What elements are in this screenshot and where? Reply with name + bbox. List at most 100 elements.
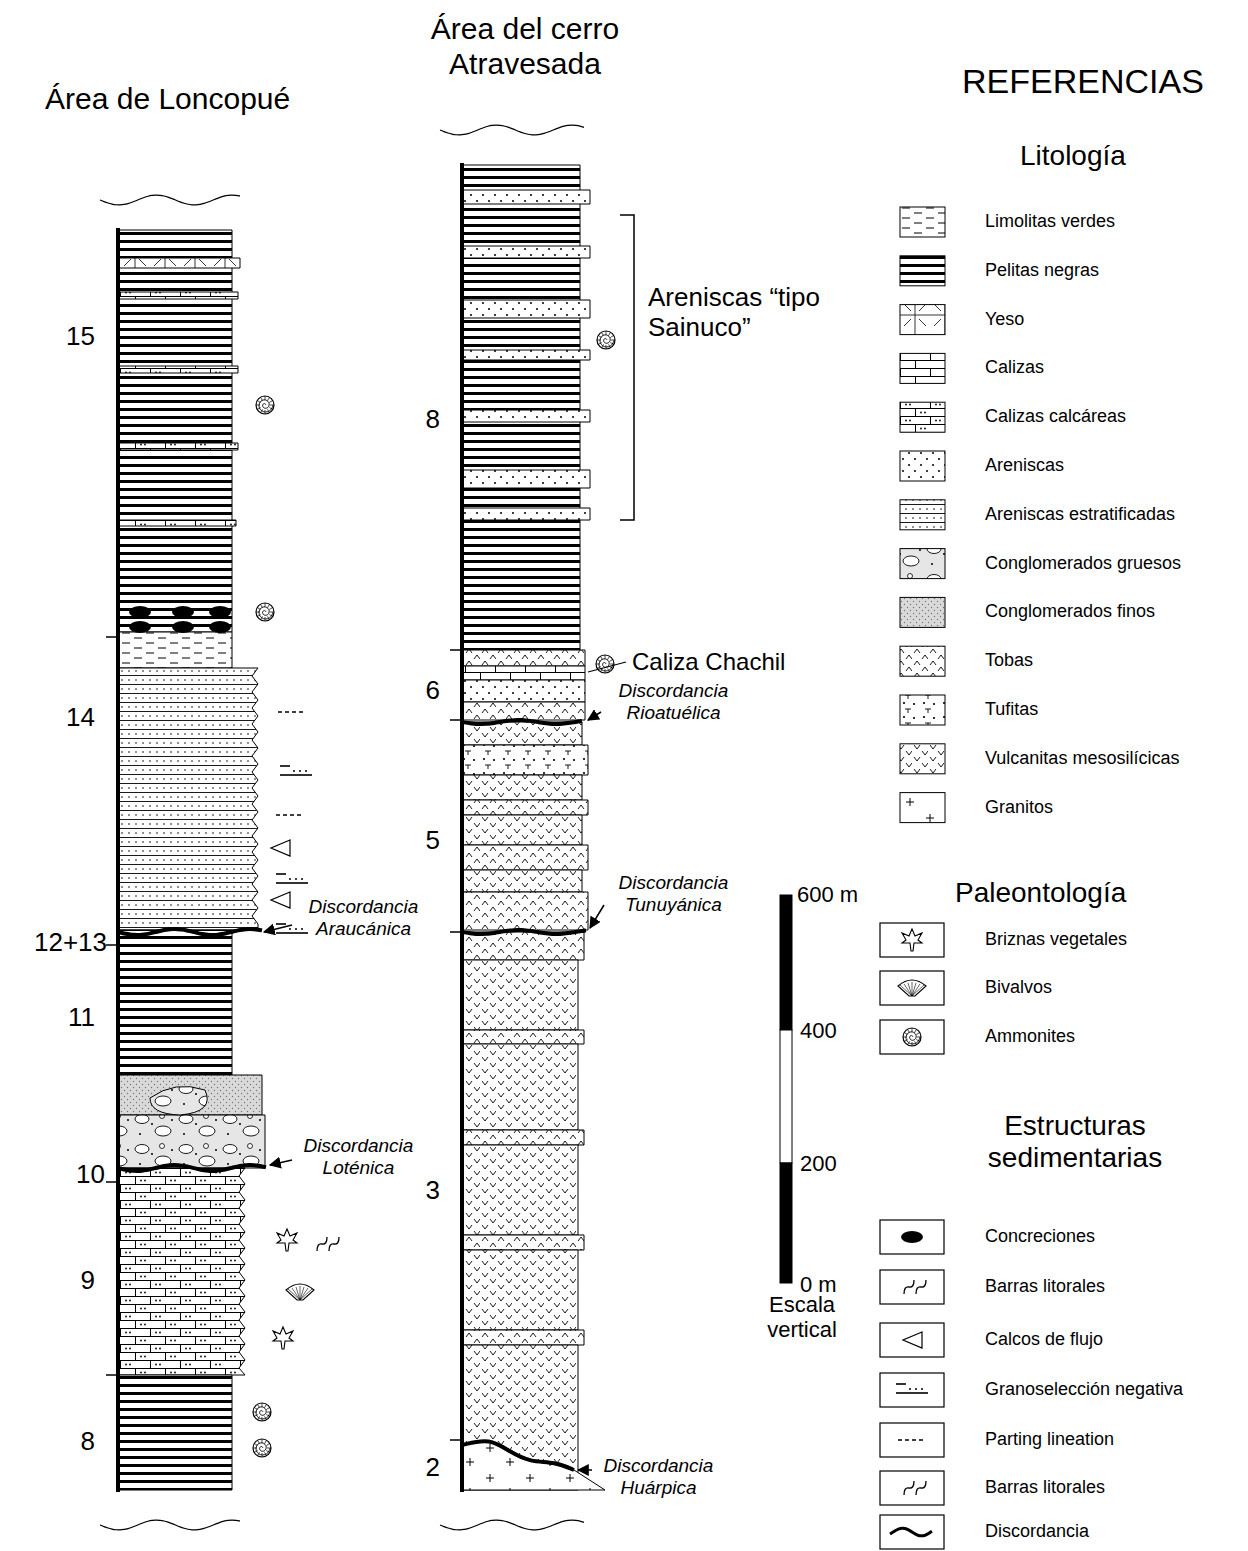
unconformity-line xyxy=(440,125,584,135)
rock-bed xyxy=(462,815,582,845)
rock-bed xyxy=(118,930,232,1075)
label: Estructuras sedimentarias xyxy=(965,1110,1185,1174)
stroke xyxy=(450,649,462,651)
ammonite-symbol xyxy=(903,1028,921,1046)
stroke xyxy=(450,931,462,933)
stroke xyxy=(590,905,604,928)
legend-swatch xyxy=(900,500,945,530)
rock-bed xyxy=(118,443,238,450)
rock-bed xyxy=(118,1168,245,1375)
ammonite-symbol xyxy=(597,331,615,349)
label: Discordancia Araucánica xyxy=(296,896,431,940)
concretion-symbol xyxy=(901,1231,923,1243)
label: Discordancia Huárpica xyxy=(596,1455,721,1499)
stroke xyxy=(264,925,292,932)
legend-swatch xyxy=(880,1373,944,1407)
flute-cast-symbol xyxy=(903,1332,922,1348)
rock-bed xyxy=(462,775,582,800)
stroke xyxy=(116,228,120,1492)
legend-text: Calcos de flujo xyxy=(985,1329,1103,1350)
legend-swatch xyxy=(880,1270,944,1304)
littoral-bar-symbol xyxy=(317,1237,339,1251)
unconformity-line xyxy=(462,930,586,934)
legend-text: Tobas xyxy=(985,650,1033,671)
unconformity-symbol xyxy=(890,1528,932,1536)
legend-text: Calizas xyxy=(985,357,1044,378)
legend-text: Conglomerados finos xyxy=(985,601,1155,622)
legend-text: Tufitas xyxy=(985,699,1038,720)
concretion-symbol xyxy=(129,621,151,633)
unconformity-line xyxy=(118,929,262,935)
legend-swatch xyxy=(900,207,945,237)
label: 9 xyxy=(15,1266,95,1296)
stroke xyxy=(450,719,462,721)
rock-bed xyxy=(462,960,578,1030)
legend-text: Pelitas negras xyxy=(985,260,1099,281)
legend-text: Barras litorales xyxy=(985,1477,1105,1498)
reverse-grading-symbol xyxy=(276,874,308,883)
label: REFERENCIAS xyxy=(962,62,1204,101)
stroke xyxy=(578,1469,592,1471)
stroke xyxy=(620,215,634,520)
unconformity-line xyxy=(440,1520,584,1530)
label: 11 xyxy=(15,1003,95,1033)
unconformity-line xyxy=(100,1520,240,1530)
legend-text: Calizas calcáreas xyxy=(985,406,1126,427)
stroke xyxy=(450,1439,462,1441)
bivalve-symbol xyxy=(286,1284,314,1300)
legend-swatch xyxy=(880,1515,944,1549)
ammonite-symbol xyxy=(253,1403,271,1421)
plant-symbol xyxy=(277,1229,297,1251)
legend-text: Limolitas verdes xyxy=(985,211,1115,232)
legend-swatch xyxy=(900,451,945,481)
legend-text: Discordancia xyxy=(985,1521,1089,1542)
legend-swatch xyxy=(900,646,945,676)
label: 14 xyxy=(15,703,95,733)
legend-swatch xyxy=(900,402,945,432)
legend-text: Barras litorales xyxy=(985,1276,1105,1297)
ammonite-symbol xyxy=(256,396,274,414)
rock-bed xyxy=(462,800,588,815)
unconformity-line xyxy=(462,720,582,724)
stroke xyxy=(106,1181,118,1183)
label: Discordancia Tunuyánica xyxy=(606,872,741,916)
label: Escala vertical xyxy=(752,1292,852,1343)
rock-bed xyxy=(462,1235,584,1250)
rock-bed xyxy=(462,680,585,702)
rock-bed xyxy=(462,410,590,422)
legend-text: Areniscas xyxy=(985,455,1064,476)
rock-bed xyxy=(462,246,590,258)
reverse-grading-symbol xyxy=(896,1384,928,1393)
parting-lineation-symbol xyxy=(278,711,306,713)
label: Área de Loncopué xyxy=(45,82,290,117)
rock-bed xyxy=(462,350,590,360)
rock-bed xyxy=(462,745,588,775)
scale-bar xyxy=(780,895,792,1030)
rock-bed xyxy=(462,932,584,960)
legend-swatch xyxy=(880,1423,944,1457)
legend-text: Granitos xyxy=(985,797,1053,818)
littoral-bar-symbol xyxy=(904,1280,926,1294)
concretion-symbol xyxy=(172,606,194,618)
legend-text: Conglomerados gruesos xyxy=(985,553,1181,574)
legend-swatch xyxy=(880,923,944,957)
rock-bed xyxy=(462,1330,584,1345)
legend-swatch xyxy=(900,744,945,774)
label: Areniscas “tipo Sainuco” xyxy=(648,283,878,343)
stroke xyxy=(460,163,464,1492)
unconformity-line xyxy=(462,1441,574,1470)
legend-text: Granoselección negativa xyxy=(985,1379,1183,1400)
label: Discordancia Rioatuélica xyxy=(606,680,741,724)
stroke xyxy=(588,662,626,672)
concretion-symbol xyxy=(172,621,194,633)
legend-text: Concreciones xyxy=(985,1226,1095,1247)
legend-text: Vulcanitas mesosilícicas xyxy=(985,748,1179,769)
ammonite-symbol xyxy=(596,655,614,673)
stroke xyxy=(588,712,601,720)
rock-bed xyxy=(462,650,585,666)
label: 600 m xyxy=(797,882,858,907)
rock-bed xyxy=(462,666,585,680)
legend-swatch xyxy=(900,695,945,725)
label: 200 xyxy=(800,1151,837,1176)
label: 3 xyxy=(360,1176,440,1206)
